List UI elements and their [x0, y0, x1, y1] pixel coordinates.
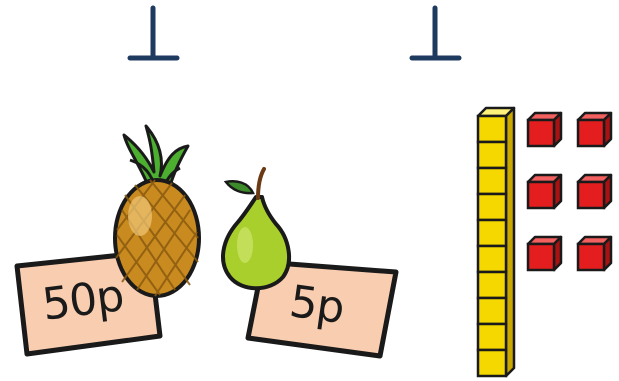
tens-rod-icon: [476, 106, 516, 378]
ones-cube-icon: [576, 111, 613, 148]
tens-rod-unit: [476, 244, 508, 274]
ones-cube-icon: [526, 235, 563, 272]
ones-cube-icon: [576, 173, 613, 210]
pear-price-label: 5p: [286, 276, 347, 335]
tens-rod-unit: [476, 140, 508, 170]
ones-cubes: [526, 111, 613, 272]
tens-rod-unit: [476, 218, 508, 248]
ones-cube-icon: [576, 235, 613, 272]
up-tack-symbol-left-icon: [127, 5, 180, 61]
tens-rod-unit: [476, 192, 508, 222]
ones-cube-icon: [526, 173, 563, 210]
tens-rod-unit: [476, 322, 508, 352]
tens-rod-unit: [476, 270, 508, 300]
ones-cube-icon: [526, 111, 563, 148]
tens-rod-unit: [476, 114, 508, 144]
pineapple-icon: [113, 124, 201, 298]
up-tack-symbol-right-icon: [409, 5, 462, 61]
price-tag-right-icon: [245, 259, 399, 359]
tens-rod-unit: [476, 348, 508, 378]
tens-rod-unit: [476, 166, 508, 196]
pineapple-price-label: 50p: [39, 270, 127, 331]
tens-rod-unit: [476, 296, 508, 326]
pear-icon: [221, 167, 292, 291]
